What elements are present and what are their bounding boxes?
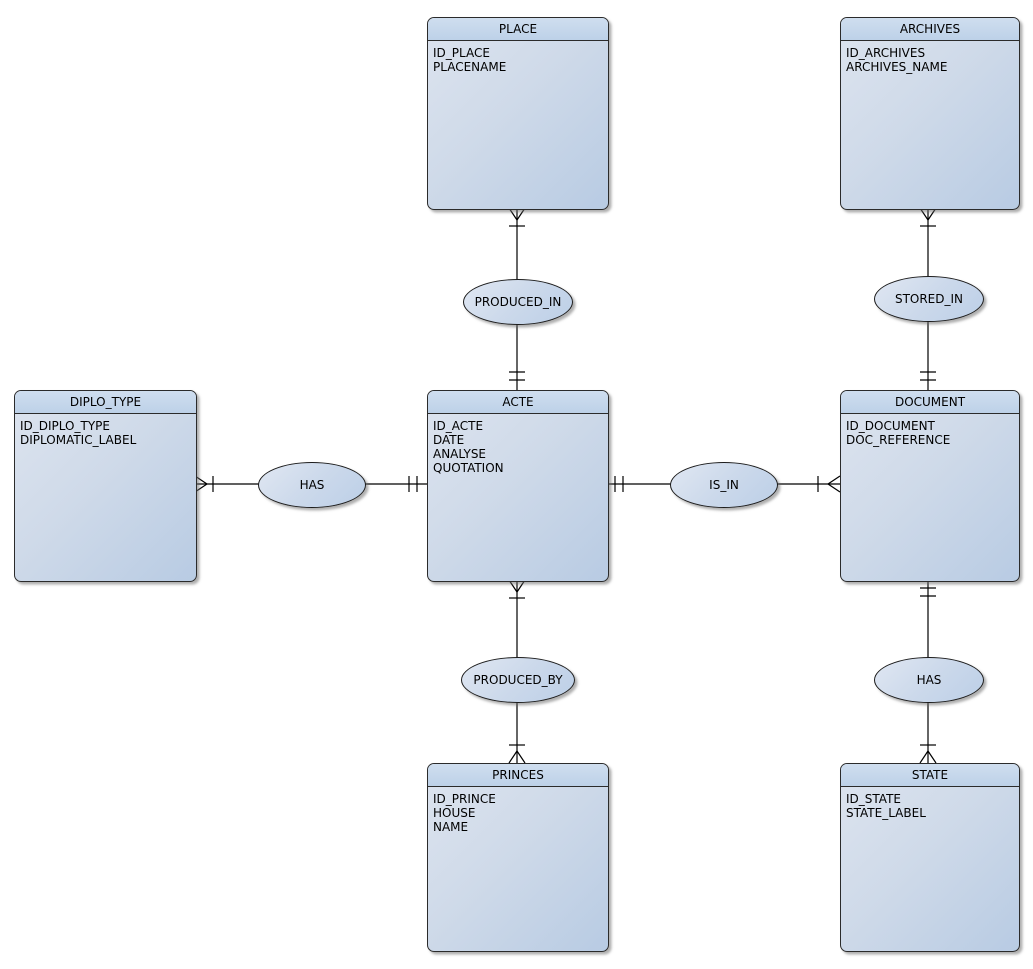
entity-princes[interactable]: PRINCES ID_PRINCE HOUSE NAME [427, 763, 609, 952]
attribute-row: NAME [433, 820, 469, 834]
attribute-row: ID_ARCHIVES [846, 46, 926, 60]
entity-attribute-list: ID_PRINCE HOUSE NAME [428, 787, 608, 839]
entity-attribute-list: ID_DOCUMENT DOC_REFERENCE [841, 414, 1019, 452]
entity-title: PLACE [428, 18, 608, 41]
crow-foot-marker [194, 475, 208, 493]
entity-attribute-list: ID_ARCHIVES ARCHIVES_NAME [841, 41, 1019, 79]
attribute-row: DIPLOMATIC_LABEL [20, 433, 137, 447]
relationship-is-in[interactable]: IS_IN [670, 462, 778, 508]
entity-archives[interactable]: ARCHIVES ID_ARCHIVES ARCHIVES_NAME [840, 17, 1020, 210]
entity-acte[interactable]: ACTE ID_ACTE DATE ANALYSE QUOTATION [427, 390, 609, 582]
crow-foot-marker [919, 750, 937, 764]
crow-foot-marker [508, 750, 526, 764]
cardinality-double-tick [614, 476, 624, 492]
entity-place[interactable]: PLACE ID_PLACE PLACENAME [427, 17, 609, 210]
entity-title: DIPLO_TYPE [15, 391, 196, 414]
attribute-row: ID_DOCUMENT [846, 419, 935, 433]
entity-title: ACTE [428, 391, 608, 414]
attribute-row: PLACENAME [433, 60, 507, 74]
entity-title: ARCHIVES [841, 18, 1019, 41]
cardinality-double-tick [920, 371, 936, 381]
crow-foot-marker [508, 579, 526, 593]
entity-title: STATE [841, 764, 1019, 787]
attribute-row: ID_PRINCE [433, 792, 496, 806]
entity-title: PRINCES [428, 764, 608, 787]
entity-document[interactable]: DOCUMENT ID_DOCUMENT DOC_REFERENCE [840, 390, 1020, 582]
crow-foot-marker [508, 207, 526, 221]
relationship-has-diplo-type[interactable]: HAS [258, 462, 366, 508]
relationship-label: PRODUCED_BY [473, 673, 563, 687]
cardinality-double-tick [408, 476, 418, 492]
attribute-row: DOC_REFERENCE [846, 433, 951, 447]
relationship-has-state[interactable]: HAS [874, 657, 984, 703]
relationship-stored-in[interactable]: STORED_IN [874, 276, 984, 322]
attribute-row: ID_DIPLO_TYPE [20, 419, 110, 433]
relationship-label: STORED_IN [894, 292, 964, 306]
relationship-label: PRODUCED_IN [474, 295, 562, 309]
entity-state[interactable]: STATE ID_STATE STATE_LABEL [840, 763, 1020, 952]
relationship-produced-by[interactable]: PRODUCED_BY [461, 657, 575, 703]
cardinality-double-tick [920, 587, 936, 597]
attribute-row: ID_ACTE [433, 419, 484, 433]
relationship-label: IS_IN [709, 478, 739, 492]
attribute-row: DATE [433, 433, 465, 447]
attribute-row: ID_STATE [846, 792, 901, 806]
relationship-label: HAS [916, 673, 942, 687]
crow-foot-marker [827, 475, 841, 493]
entity-attribute-list: ID_STATE STATE_LABEL [841, 787, 1019, 825]
attribute-row: HOUSE [433, 806, 476, 820]
attribute-row: ANALYSE [433, 447, 487, 461]
relationship-label: HAS [299, 478, 325, 492]
entity-attribute-list: ID_ACTE DATE ANALYSE QUOTATION [428, 414, 608, 480]
attribute-row: ID_PLACE [433, 46, 490, 60]
attribute-row: STATE_LABEL [846, 806, 926, 820]
attribute-row: QUOTATION [433, 461, 504, 475]
relationship-produced-in[interactable]: PRODUCED_IN [463, 279, 573, 325]
attribute-row: ARCHIVES_NAME [846, 60, 948, 74]
entity-diplo-type[interactable]: DIPLO_TYPE ID_DIPLO_TYPE DIPLOMATIC_LABE… [14, 390, 197, 582]
entity-title: DOCUMENT [841, 391, 1019, 414]
cardinality-double-tick [509, 371, 525, 381]
entity-attribute-list: ID_PLACE PLACENAME [428, 41, 608, 79]
entity-attribute-list: ID_DIPLO_TYPE DIPLOMATIC_LABEL [15, 414, 196, 452]
crow-foot-marker [919, 207, 937, 221]
